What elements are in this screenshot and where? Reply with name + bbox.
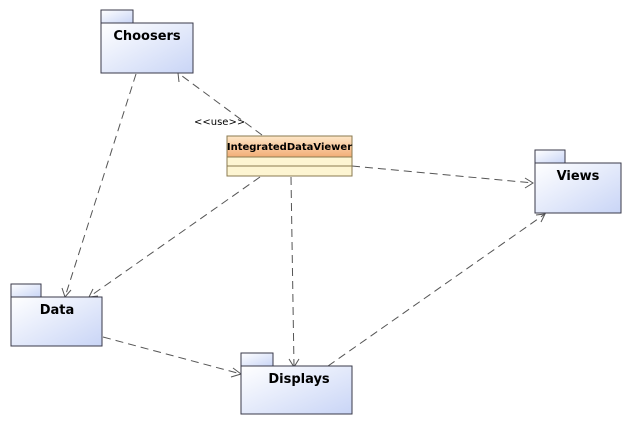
class-attributes-compartment (226, 156, 353, 167)
package-data[interactable]: Data (10, 283, 103, 347)
package-name: Displays (268, 372, 330, 387)
package-tab (534, 149, 566, 164)
package-body (240, 365, 353, 415)
dependency-idv-to-displays[interactable] (288, 176, 300, 368)
dependency-choosers-to-data[interactable] (61, 73, 137, 298)
package-tab (10, 283, 42, 298)
package-choosers[interactable]: Choosers (100, 9, 194, 74)
package-tab (240, 352, 274, 367)
dependency-idv-to-views[interactable] (351, 165, 534, 189)
package-tab (100, 9, 134, 24)
class-integrated-data-viewer[interactable]: IntegratedDataViewer (226, 135, 353, 177)
dependency-idv-to-data[interactable] (88, 176, 261, 298)
package-body (10, 296, 103, 347)
dependency-data-to-displays[interactable] (102, 336, 243, 378)
package-views[interactable]: Views (534, 149, 622, 214)
package-body (100, 22, 194, 74)
package-displays[interactable]: Displays (240, 352, 353, 415)
class-operations-compartment (226, 165, 353, 177)
package-name: Views (557, 169, 600, 184)
class-name: IntegratedDataViewer (227, 142, 352, 153)
package-body (534, 162, 622, 214)
dependency-displays-to-views[interactable] (327, 213, 546, 367)
use-stereotype-label: <<use>> (194, 117, 245, 128)
package-name: Data (40, 303, 75, 318)
package-name: Choosers (113, 29, 181, 44)
